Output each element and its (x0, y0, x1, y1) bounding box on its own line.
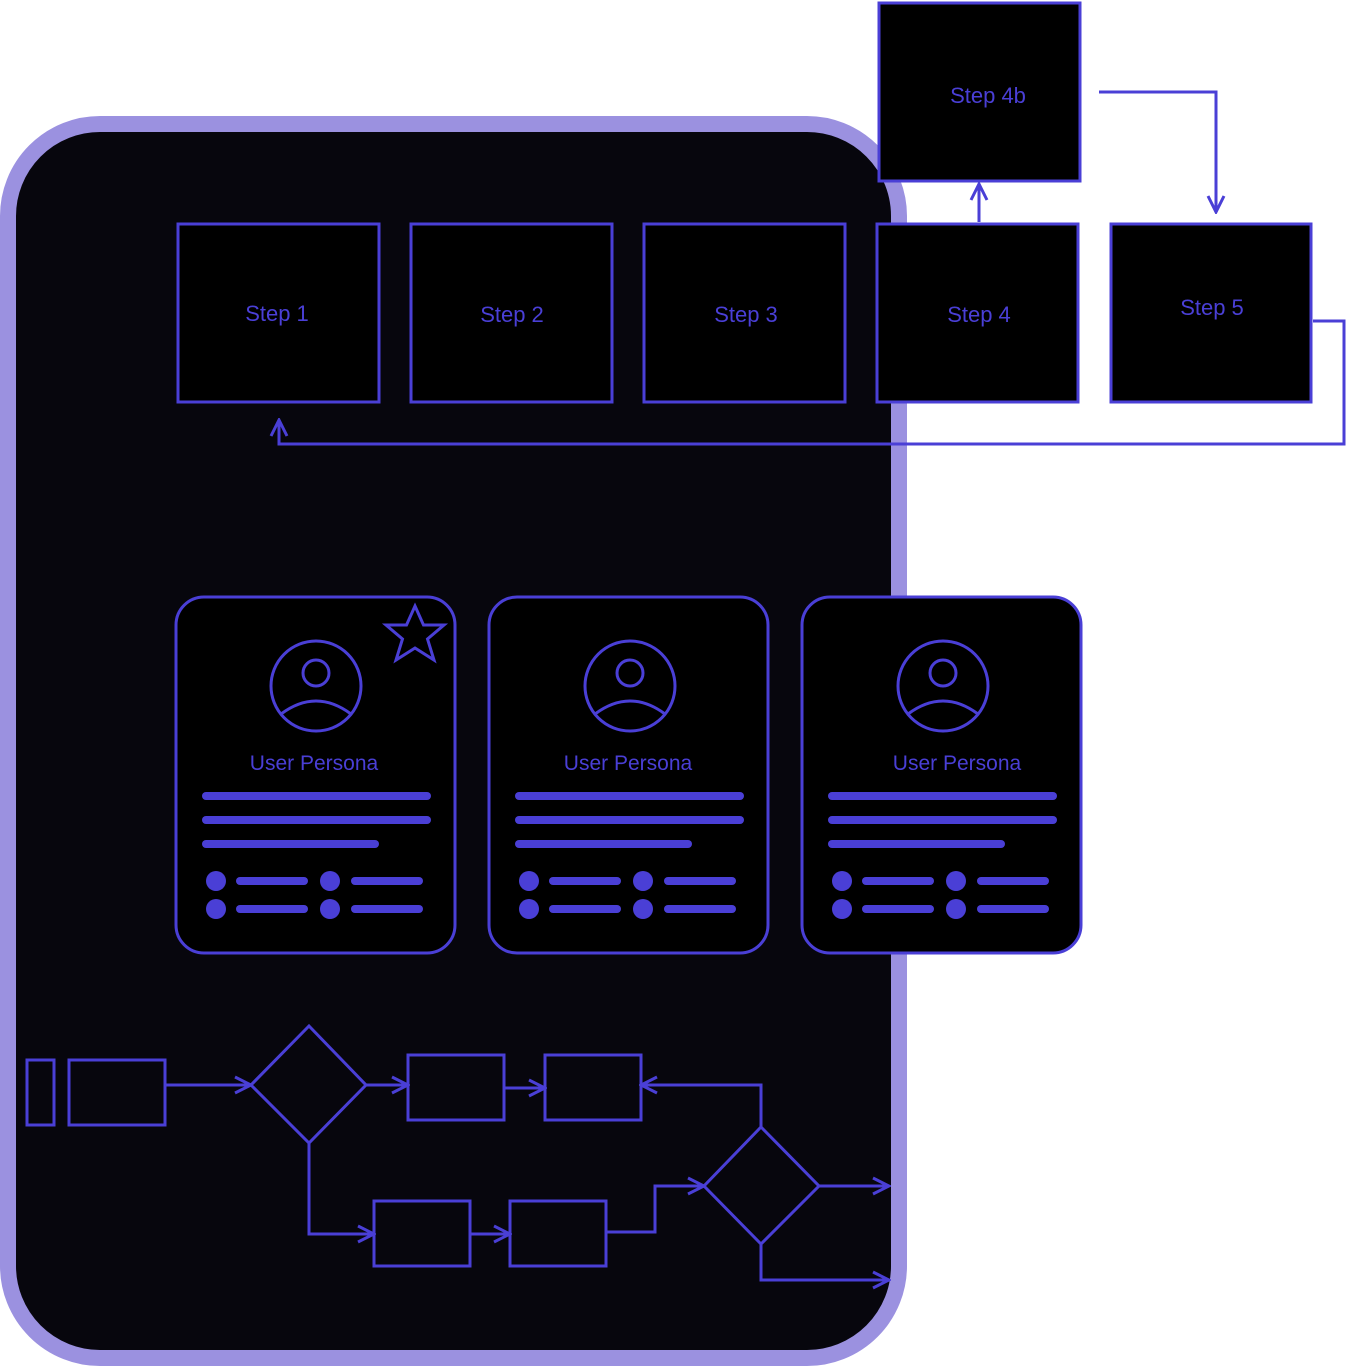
persona-label: User Persona (250, 752, 379, 775)
arrow-step4b-to-step5 (1099, 90, 1216, 212)
step-4b-label: Step 4b (950, 83, 1026, 108)
star-icon[interactable] (381, 602, 449, 664)
arrow-step5-to-step1 (279, 319, 1346, 446)
flow-process-box (67, 1058, 167, 1127)
step-1-label: Step 1 (245, 301, 309, 326)
persona-bullets (206, 871, 340, 919)
user-circle-icon (583, 639, 677, 733)
step-5-box[interactable]: Step 5 (1109, 222, 1313, 404)
persona-bullets (519, 871, 653, 919)
step-2-box[interactable]: Step 2 (409, 222, 614, 404)
persona-bullets (832, 871, 966, 919)
user-circle-icon (269, 639, 363, 733)
step-4b-box[interactable]: Step 4b (877, 1, 1082, 183)
persona-detail-lines (828, 792, 1057, 913)
flow-arrow (307, 1143, 374, 1234)
step-4-label: Step 4 (947, 302, 1011, 327)
step-connectors (279, 90, 1346, 446)
step-3-box[interactable]: Step 3 (642, 222, 847, 404)
flow-arrow (606, 1186, 704, 1234)
step-1-box[interactable]: Step 1 (176, 222, 381, 404)
step-2-label: Step 2 (480, 302, 544, 327)
flowchart (25, 1023, 889, 1280)
flow-arrow (641, 1085, 763, 1127)
step-3-label: Step 3 (714, 302, 778, 327)
step-4-box[interactable]: Step 4 (875, 222, 1080, 404)
flow-arrow (759, 1244, 889, 1280)
persona-label: User Persona (893, 752, 1022, 775)
persona-card[interactable]: User Persona (800, 595, 1083, 955)
persona-card[interactable]: User Persona (174, 595, 457, 955)
persona-label: User Persona (564, 752, 693, 775)
persona-card[interactable]: User Persona (487, 595, 770, 955)
persona-detail-lines (515, 792, 744, 913)
flow-start-bar (25, 1058, 56, 1127)
user-circle-icon (896, 639, 990, 733)
step-5-label: Step 5 (1180, 295, 1244, 320)
persona-detail-lines (202, 792, 431, 913)
